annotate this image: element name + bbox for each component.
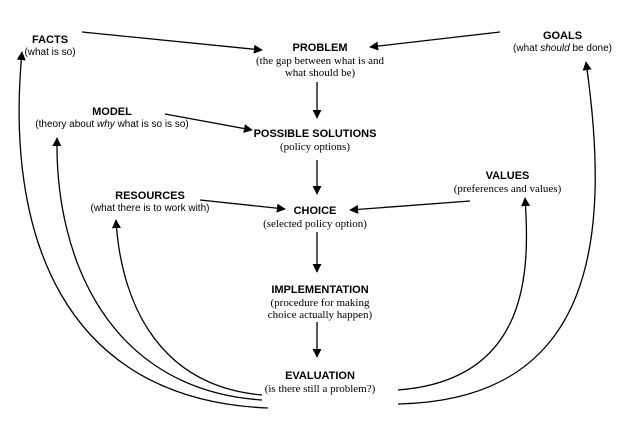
- choice-subtitle: (selected policy option): [263, 217, 367, 230]
- implementation-subtitle-line2: choice actually happen): [267, 309, 373, 322]
- edge-resources-choice: [199, 199, 286, 213]
- problem-subtitle-line1: (the gap between what is and: [256, 54, 384, 67]
- edge-model-solutions: [164, 113, 253, 133]
- evaluation-subtitle: (is there still a problem?): [264, 382, 376, 395]
- facts-subtitle: (what is so): [24, 46, 76, 58]
- implementation-node: IMPLEMENTATION (procedure for making cho…: [240, 284, 400, 322]
- values-title: VALUES: [485, 170, 530, 182]
- implementation-subtitle-line1: (procedure for making: [270, 296, 370, 309]
- facts-node: FACTS (what is so): [5, 34, 95, 58]
- problem-subtitle-line2: what should be): [284, 67, 356, 80]
- values-subtitle: (preferences and values): [453, 182, 562, 195]
- possible-solutions-title: POSSIBLE SOLUTIONS: [253, 128, 377, 140]
- choice-node: CHOICE (selected policy option): [245, 205, 385, 230]
- model-node: MODEL (theory about why what is so is so…: [22, 106, 202, 130]
- possible-solutions-node: POSSIBLE SOLUTIONS (policy options): [240, 128, 390, 153]
- problem-node: PROBLEM (the gap between what is and wha…: [230, 42, 410, 80]
- implementation-title: IMPLEMENTATION: [271, 284, 369, 296]
- evaluation-title: EVALUATION: [285, 370, 355, 382]
- edge-values-choice: [349, 200, 471, 214]
- goals-title: GOALS: [542, 30, 583, 42]
- choice-title: CHOICE: [293, 205, 337, 217]
- facts-title: FACTS: [31, 34, 69, 46]
- values-node: VALUES (preferences and values): [440, 170, 575, 195]
- problem-title: PROBLEM: [292, 42, 348, 54]
- possible-solutions-subtitle: (policy options): [280, 140, 350, 153]
- evaluation-node: EVALUATION (is there still a problem?): [250, 370, 390, 395]
- edge-evaluation-resources: [111, 219, 263, 396]
- edge-evaluation-facts: [16, 51, 269, 409]
- resources-subtitle: (what there is to work with): [90, 202, 210, 214]
- goals-subtitle: (what should be done): [513, 42, 612, 54]
- resources-title: RESOURCES: [115, 190, 185, 202]
- model-title: MODEL: [92, 106, 132, 118]
- goals-node: GOALS (what should be done): [500, 30, 625, 54]
- edge-evaluation-values: [397, 197, 531, 391]
- model-subtitle: (theory about why what is so is so): [35, 118, 189, 130]
- resources-node: RESOURCES (what there is to work with): [75, 190, 225, 214]
- edge-evaluation-goals: [397, 61, 596, 405]
- edge-evaluation-model: [52, 137, 263, 401]
- edge-facts-problem: [81, 31, 263, 54]
- edge-goals-problem: [369, 31, 501, 51]
